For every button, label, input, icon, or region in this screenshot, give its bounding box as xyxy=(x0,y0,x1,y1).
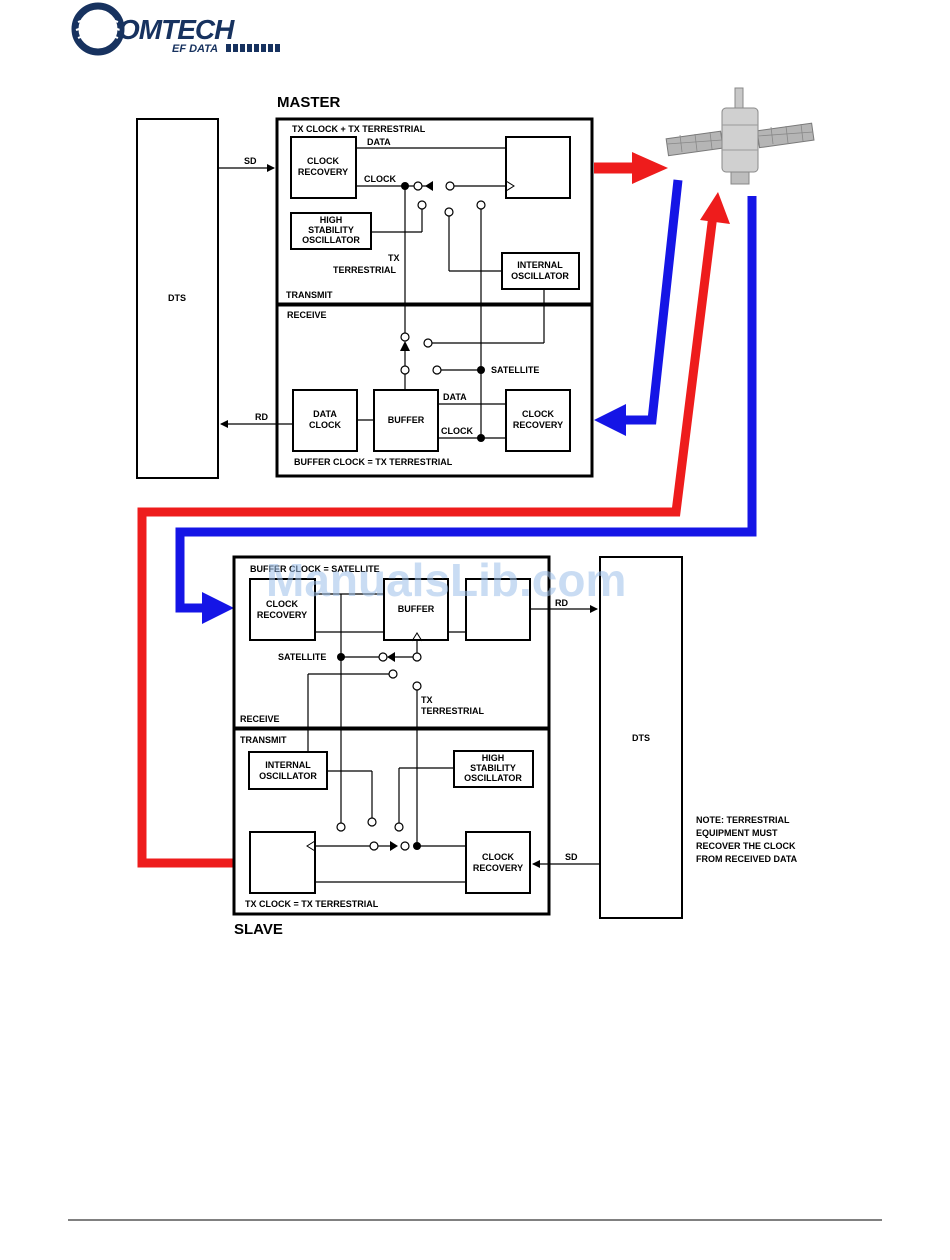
svg-text:OSCILLATOR: OSCILLATOR xyxy=(464,773,522,783)
master-title: MASTER xyxy=(277,94,341,111)
slave-buffer-block xyxy=(383,578,449,641)
slave-tx-terr-label: TX xyxy=(421,695,433,705)
slave-modulator-block xyxy=(249,831,316,894)
master-clock-label: CLOCK xyxy=(364,174,396,184)
master-dts-block xyxy=(136,118,219,479)
slave-satellite-label: SATELLITE xyxy=(278,652,326,662)
watermark: ManualsLib.com xyxy=(266,554,626,606)
svg-text:EQUIPMENT MUST: EQUIPMENT MUST xyxy=(696,828,778,838)
master-receive-label: RECEIVE xyxy=(287,310,327,320)
master-tx-terr-label: TX xyxy=(388,253,400,263)
svg-text:CLOCK: CLOCK xyxy=(309,420,341,430)
master-hso-block xyxy=(290,212,372,250)
master-switch-contact xyxy=(413,181,423,191)
logo-c-ring xyxy=(71,2,125,56)
slave-clock-recovery-block xyxy=(249,578,316,641)
svg-text:FROM RECEIVED DATA: FROM RECEIVED DATA xyxy=(696,854,798,864)
svg-text:TERRESTRIAL: TERRESTRIAL xyxy=(421,706,485,716)
slave-downlink xyxy=(175,196,757,624)
master-rd-label: RD xyxy=(255,412,268,422)
svg-text:HIGH: HIGH xyxy=(482,753,505,763)
svg-text:CLOCK: CLOCK xyxy=(266,599,298,609)
slave-uplink xyxy=(137,192,730,868)
svg-text:INTERNAL: INTERNAL xyxy=(517,260,563,270)
master-tx-header: TX CLOCK + TX TERRESTRIAL xyxy=(292,124,426,134)
master-receive-section xyxy=(275,303,594,478)
slave-transmit-section xyxy=(232,727,551,916)
master-rx-data-label: DATA xyxy=(443,392,467,402)
svg-text:RECOVERY: RECOVERY xyxy=(513,420,563,430)
svg-text:RECOVER THE CLOCK: RECOVER THE CLOCK xyxy=(696,841,796,851)
slave-hso-block xyxy=(453,750,534,788)
master-clock-recovery-block xyxy=(290,136,357,199)
slave-tx-footer: TX CLOCK = TX TERRESTRIAL xyxy=(245,899,379,909)
slave-dts-block xyxy=(599,556,683,919)
svg-text:OSCILLATOR: OSCILLATOR xyxy=(259,771,317,781)
svg-text:RECOVERY: RECOVERY xyxy=(473,863,523,873)
master-buffer-footer: BUFFER CLOCK = TX TERRESTRIAL xyxy=(294,457,453,467)
svg-text:INTERNAL: INTERNAL xyxy=(265,760,311,770)
svg-text:CLOCK: CLOCK xyxy=(482,852,514,862)
svg-text:OSCILLATOR: OSCILLATOR xyxy=(511,271,569,281)
slave-rx-header: BUFFER CLOCK = SATELLITE xyxy=(250,564,380,574)
master-buffer-block xyxy=(373,389,439,452)
svg-text:TERRESTRIAL: TERRESTRIAL xyxy=(333,265,397,275)
master-transmit-label: TRANSMIT xyxy=(286,290,333,300)
svg-text:NOTE: TERRESTRIAL: NOTE: TERRESTRIAL xyxy=(696,815,790,825)
master-dts-label: DTS xyxy=(168,293,186,303)
master-satellite-label: SATELLITE xyxy=(491,365,539,375)
master-sd-label: SD xyxy=(244,156,257,166)
slave-dts-label: DTS xyxy=(632,733,650,743)
master-rx-clock-label: CLOCK xyxy=(441,426,473,436)
svg-text:STABILITY: STABILITY xyxy=(470,763,516,773)
slave-internal-osc-block xyxy=(248,751,328,790)
slave-transmit-label: TRANSMIT xyxy=(240,735,287,745)
slave-data-clock-block xyxy=(465,578,531,641)
slave-rd-label: RD xyxy=(555,598,568,608)
svg-text:CLOCK: CLOCK xyxy=(522,409,554,419)
master-internal-osc-block xyxy=(501,252,580,290)
svg-text:BUFFER: BUFFER xyxy=(388,415,425,425)
satellite-icon xyxy=(665,87,815,185)
svg-text:OSCILLATOR: OSCILLATOR xyxy=(302,235,360,245)
master-uplink xyxy=(594,152,668,184)
svg-text:BUFFER: BUFFER xyxy=(398,604,435,614)
slave-station: BUFFER CLOCK = SATELLITE RECEIVE TRANSMI… xyxy=(232,555,683,938)
master-modulator-block xyxy=(505,136,571,199)
master-switch-contact xyxy=(445,181,455,191)
master-downlink xyxy=(594,179,683,436)
logo-wordmark: OMTECH xyxy=(118,14,235,45)
svg-text:STABILITY: STABILITY xyxy=(308,225,354,235)
slave-sd-label: SD xyxy=(565,852,578,862)
svg-text:RECOVERY: RECOVERY xyxy=(298,167,348,177)
svg-text:RECOVERY: RECOVERY xyxy=(257,610,307,620)
master-data-clock-block xyxy=(292,389,358,452)
master-data-label: DATA xyxy=(367,137,391,147)
logo-bars xyxy=(226,44,280,52)
master-station: MASTER DTS TX CLOCK + TX TERRESTRIAL TRA… xyxy=(136,94,594,479)
slave-title: SLAVE xyxy=(234,921,283,938)
svg-text:DATA: DATA xyxy=(313,409,337,419)
svg-text:HIGH: HIGH xyxy=(320,215,343,225)
comtech-logo: OMTECH EF DATA xyxy=(71,2,280,56)
logo-subtitle: EF DATA xyxy=(172,43,218,55)
slave-receive-label: RECEIVE xyxy=(240,714,280,724)
master-rx-clock-recovery-block xyxy=(505,389,571,452)
svg-text:CLOCK: CLOCK xyxy=(307,156,339,166)
slave-tx-clock-recovery-block xyxy=(465,831,531,894)
note-text: NOTE: TERRESTRIAL EQUIPMENT MUST RECOVER… xyxy=(696,815,798,864)
